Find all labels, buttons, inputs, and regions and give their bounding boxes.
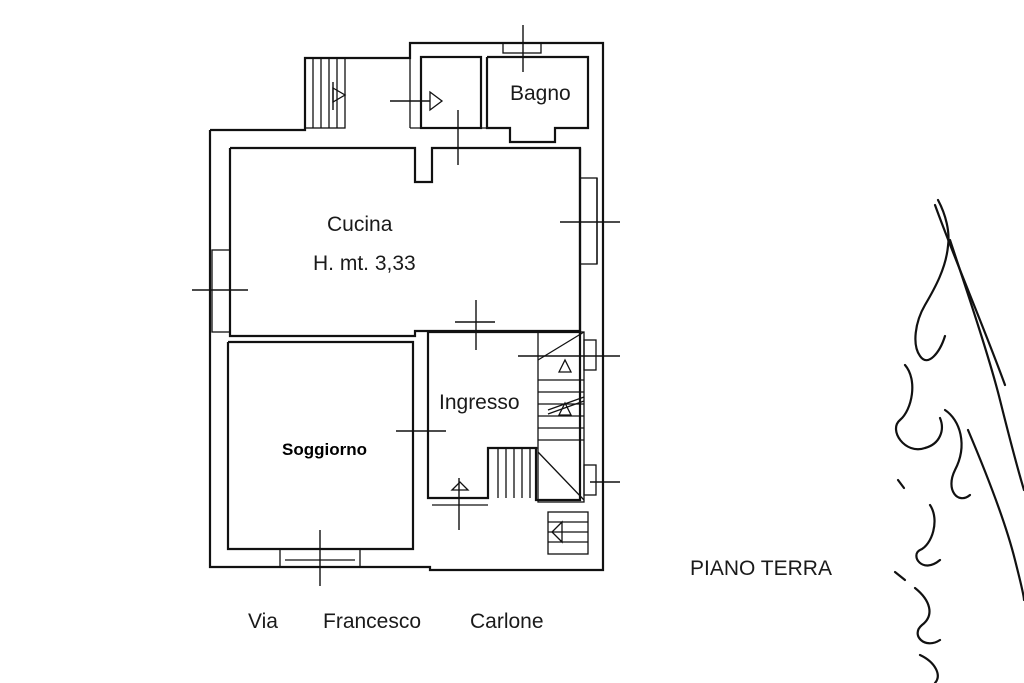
room-label-ingresso: Ingresso [439, 391, 520, 414]
handwritten-signature [893, 198, 1024, 683]
exterior-walls [208, 41, 605, 572]
room-label-bagno: Bagno [510, 82, 571, 105]
opening-markers [192, 25, 620, 586]
room-label-cucina: Cucina [327, 213, 393, 236]
street-word-via: Via [248, 610, 278, 633]
floor-label: PIANO TERRA [690, 557, 832, 580]
ingresso-room [426, 330, 582, 506]
street-word-francesco: Francesco [323, 610, 421, 633]
staircase [490, 331, 597, 555]
street-word-carlone: Carlone [470, 610, 544, 633]
room-height-label: H. mt. 3,33 [313, 252, 416, 275]
room-label-soggiorno: Soggiorno [282, 440, 367, 459]
cucina-room [211, 148, 598, 338]
